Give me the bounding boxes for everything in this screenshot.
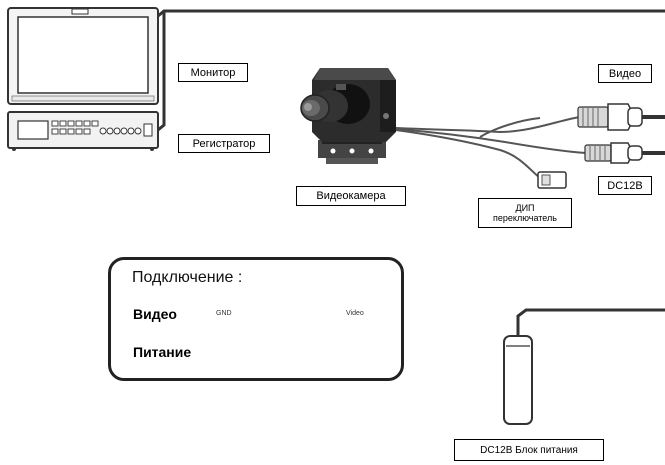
dc12v-label: DC12В [598, 176, 652, 195]
camera-wires [395, 116, 587, 179]
video-label: Видео [598, 64, 652, 83]
connection-title: Подключение : [132, 269, 243, 286]
video-connector [577, 103, 665, 131]
video-pin-label: Video [346, 310, 364, 317]
dip-switch-label-line2: переключатель [493, 213, 557, 223]
monitor-label: Монитор [178, 63, 248, 82]
dip-switch-label: ДИП переключатель [478, 198, 572, 228]
video-row-label: Видео [133, 306, 177, 322]
monitor-cable [157, 9, 665, 18]
recorder-device [7, 111, 159, 151]
connection-box: Подключение : Видео Питание [108, 257, 404, 381]
dip-switch-label-line1: ДИП [515, 203, 535, 213]
power-supply-device [503, 335, 533, 425]
camera-device [300, 68, 396, 164]
power-supply-label: DC12В Блок питания [454, 439, 604, 461]
gnd-pin-label: GND [216, 310, 232, 317]
power-row-label: Питание [133, 344, 192, 360]
camera-label: Видеокамера [296, 186, 406, 206]
dc12v-connector [584, 142, 665, 164]
monitor-device [7, 7, 159, 105]
recorder-label: Регистратор [178, 134, 270, 153]
dip-switch-connector [537, 171, 567, 189]
recorder-cable [157, 11, 166, 132]
power-cable [516, 308, 665, 336]
